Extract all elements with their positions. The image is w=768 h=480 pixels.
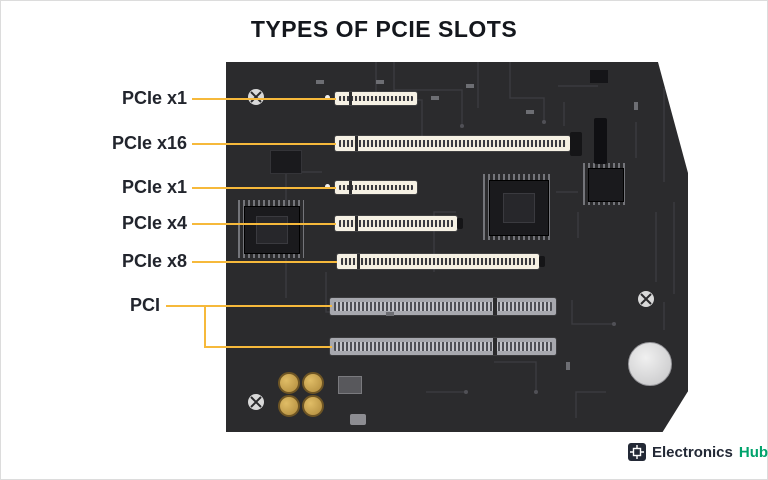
leader-line-pcie-x16 bbox=[192, 143, 336, 145]
slot-pci-a bbox=[330, 298, 556, 315]
slot-pci-b bbox=[330, 338, 556, 355]
page-title: TYPES OF PCIE SLOTS bbox=[250, 16, 518, 42]
small-chip bbox=[270, 150, 302, 174]
slot-pcie-x16 bbox=[335, 136, 570, 151]
label-pci: PCI bbox=[129, 295, 160, 315]
screw-hole-dot bbox=[325, 184, 330, 189]
slot-pcie-x8 bbox=[337, 254, 539, 269]
slot-pins bbox=[341, 258, 535, 265]
slot-pins bbox=[339, 220, 453, 227]
label-pcie-x1-b: PCIe x1 bbox=[121, 177, 187, 197]
smd-resistor bbox=[431, 96, 439, 100]
cpu-core bbox=[503, 193, 535, 223]
edge-connector bbox=[594, 118, 607, 164]
slot-pins bbox=[339, 140, 566, 147]
smd-resistor bbox=[316, 80, 324, 84]
circuit-traces-layer bbox=[248, 62, 675, 418]
motherboard bbox=[226, 62, 688, 432]
screw-hole-dot bbox=[325, 95, 330, 100]
capacitor bbox=[278, 395, 300, 417]
slot-key-notch bbox=[355, 136, 358, 151]
leader-line-pcie-x8 bbox=[192, 261, 337, 263]
x16-retention-latch bbox=[570, 132, 582, 156]
slot-pins bbox=[334, 342, 552, 351]
smd-resistor bbox=[386, 312, 394, 316]
capacitor bbox=[278, 372, 300, 394]
solder-pad bbox=[350, 414, 366, 425]
slot-pins bbox=[339, 96, 413, 101]
smd-resistor bbox=[566, 362, 570, 370]
leader-line-pci-bottom bbox=[204, 346, 332, 348]
x4-retention-latch bbox=[457, 218, 463, 229]
slot-key-notch bbox=[492, 338, 497, 355]
leader-line-pcie-x1-a bbox=[192, 98, 336, 100]
slot-key-notch bbox=[355, 216, 358, 231]
leader-line-pci-branch bbox=[204, 305, 206, 348]
bios-chip bbox=[338, 376, 362, 394]
slot-pins bbox=[334, 302, 552, 311]
slot-pcie-x1-a bbox=[335, 92, 417, 105]
label-pcie-x8: PCIe x8 bbox=[121, 251, 187, 271]
smd-resistor bbox=[634, 102, 638, 110]
label-pcie-x4: PCIe x4 bbox=[121, 213, 187, 233]
cmos-battery bbox=[628, 342, 672, 386]
smd-resistor bbox=[526, 110, 534, 114]
io-controller-chip bbox=[588, 168, 624, 202]
leader-line-pci-top bbox=[166, 305, 332, 307]
brand-name: Electronics bbox=[652, 443, 733, 461]
x8-retention-latch bbox=[539, 256, 545, 267]
slot-key-notch bbox=[349, 181, 352, 194]
capacitor bbox=[302, 395, 324, 417]
small-component bbox=[590, 70, 608, 83]
slot-pcie-x1-b bbox=[335, 181, 417, 194]
brand-logo: Electronics Hub bbox=[628, 443, 768, 461]
slot-key-notch bbox=[357, 254, 360, 269]
brand-suffix: Hub bbox=[738, 443, 768, 461]
smd-resistor bbox=[466, 84, 474, 88]
leader-line-pcie-x4 bbox=[192, 223, 336, 225]
leader-line-pcie-x1-b bbox=[192, 187, 336, 189]
label-pcie-x1-a: PCIe x1 bbox=[121, 88, 187, 108]
slot-key-notch bbox=[349, 92, 352, 105]
slot-key-notch bbox=[492, 298, 497, 315]
slot-pins bbox=[339, 185, 413, 190]
smd-resistor bbox=[376, 80, 384, 84]
capacitor bbox=[302, 372, 324, 394]
chip-logo-icon bbox=[628, 443, 646, 461]
slot-pcie-x4 bbox=[335, 216, 457, 231]
label-pcie-x16: PCIe x16 bbox=[111, 133, 187, 153]
qfp-chip-core bbox=[256, 216, 288, 244]
